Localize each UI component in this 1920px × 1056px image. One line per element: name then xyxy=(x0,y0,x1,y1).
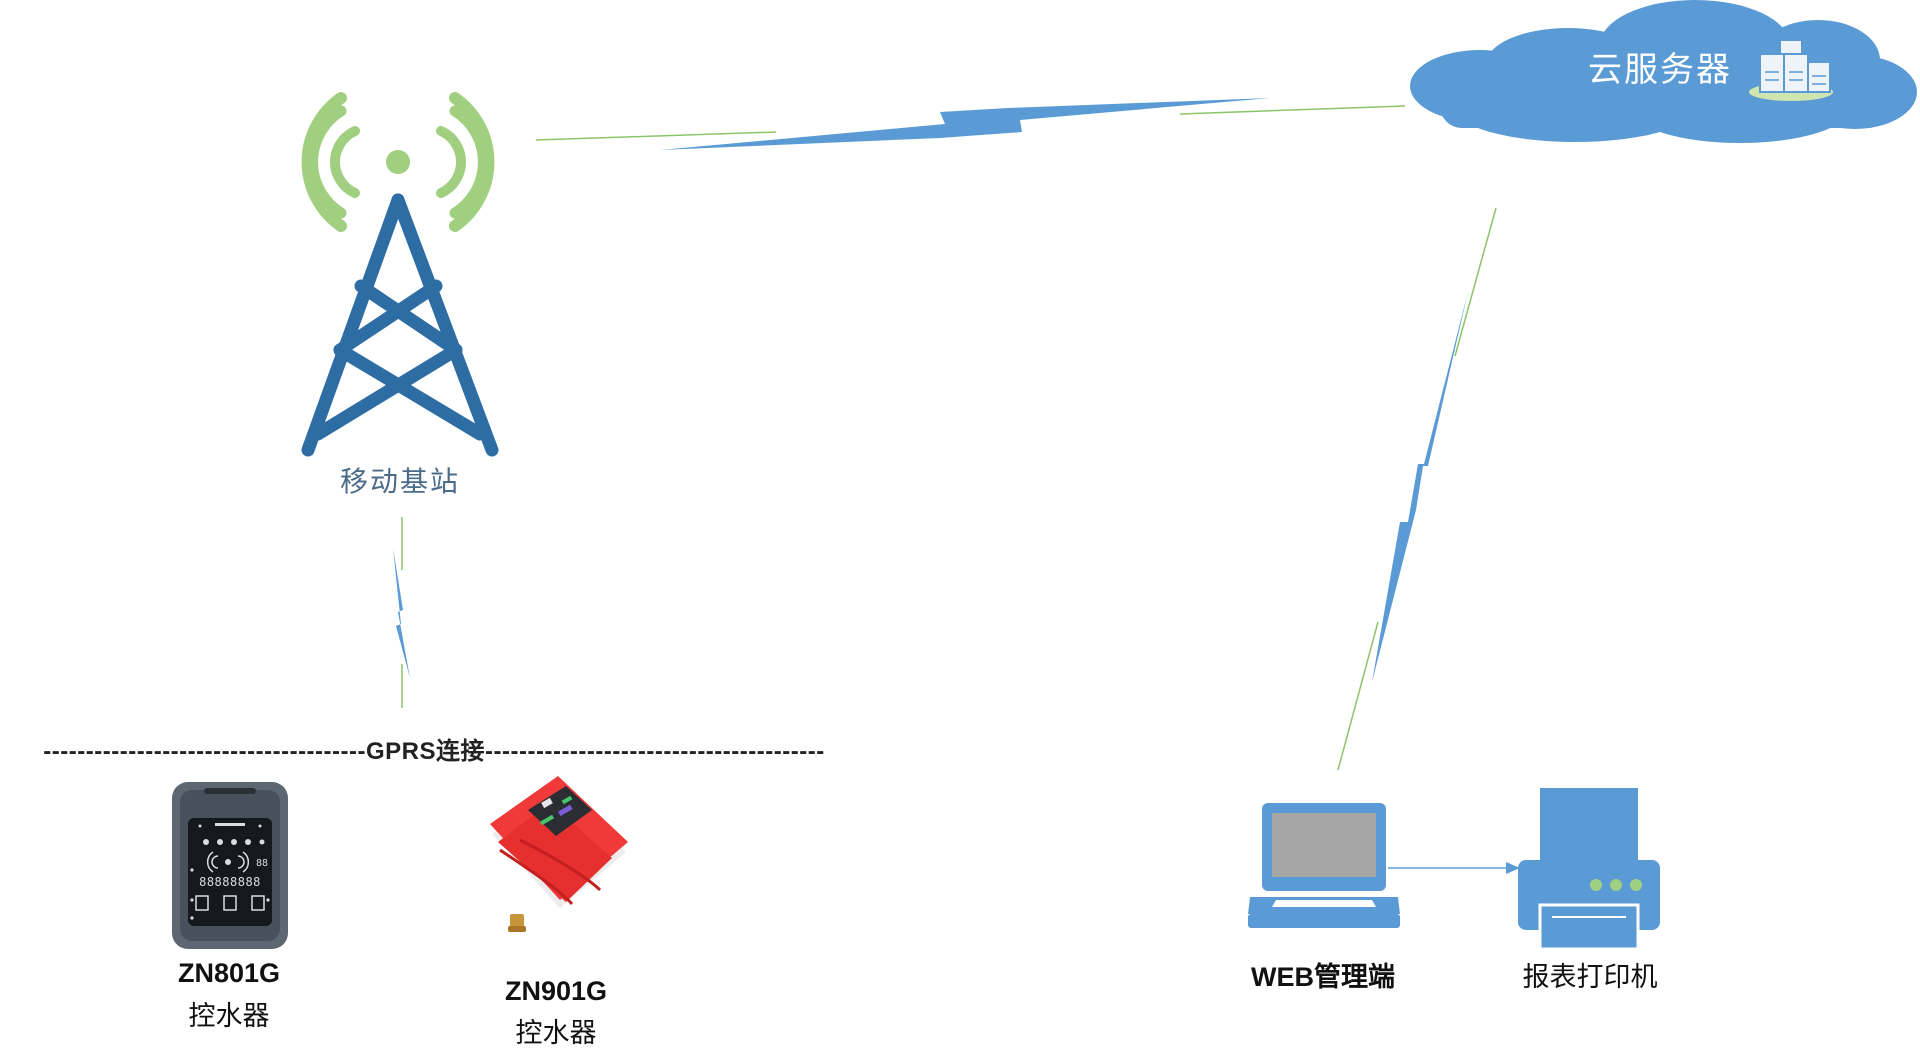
water-controller-panel-icon: 88 88888888 xyxy=(172,782,288,949)
printer-label: 报表打印机 xyxy=(1522,962,1658,992)
gprs-connection-label: --------------------------------------GP… xyxy=(43,738,825,765)
device-1-model: ZN801G xyxy=(177,958,281,988)
cloud-label: 云服务器 xyxy=(1588,50,1732,90)
lightning-bolt-icon xyxy=(393,548,410,678)
web-admin-label: WEB管理端 xyxy=(1251,962,1395,992)
device-2-kind: 控水器 xyxy=(515,1018,597,1048)
tower-cloud-link xyxy=(535,98,1406,150)
cloud-shape xyxy=(1410,0,1917,143)
cloud-web-link xyxy=(1337,207,1497,771)
arrowhead-icon xyxy=(1506,862,1520,874)
device-2-model: ZN901G xyxy=(504,976,608,1006)
tower-label: 移动基站 xyxy=(339,465,461,498)
device-1-kind: 控水器 xyxy=(188,1001,270,1031)
water-valve-controller-icon xyxy=(490,776,628,932)
web-printer-arrow xyxy=(1388,862,1520,874)
printer-icon xyxy=(1518,788,1660,951)
lightning-bolt-icon xyxy=(1372,292,1468,682)
tower-device-link xyxy=(393,517,410,708)
cell-tower-icon xyxy=(301,92,499,457)
laptop-icon xyxy=(1248,803,1400,928)
svg-text:88888888: 88888888 xyxy=(199,875,261,889)
svg-text:88: 88 xyxy=(256,858,268,869)
server-rack-icon xyxy=(1749,39,1833,101)
lightning-bolt-icon xyxy=(660,98,1270,150)
